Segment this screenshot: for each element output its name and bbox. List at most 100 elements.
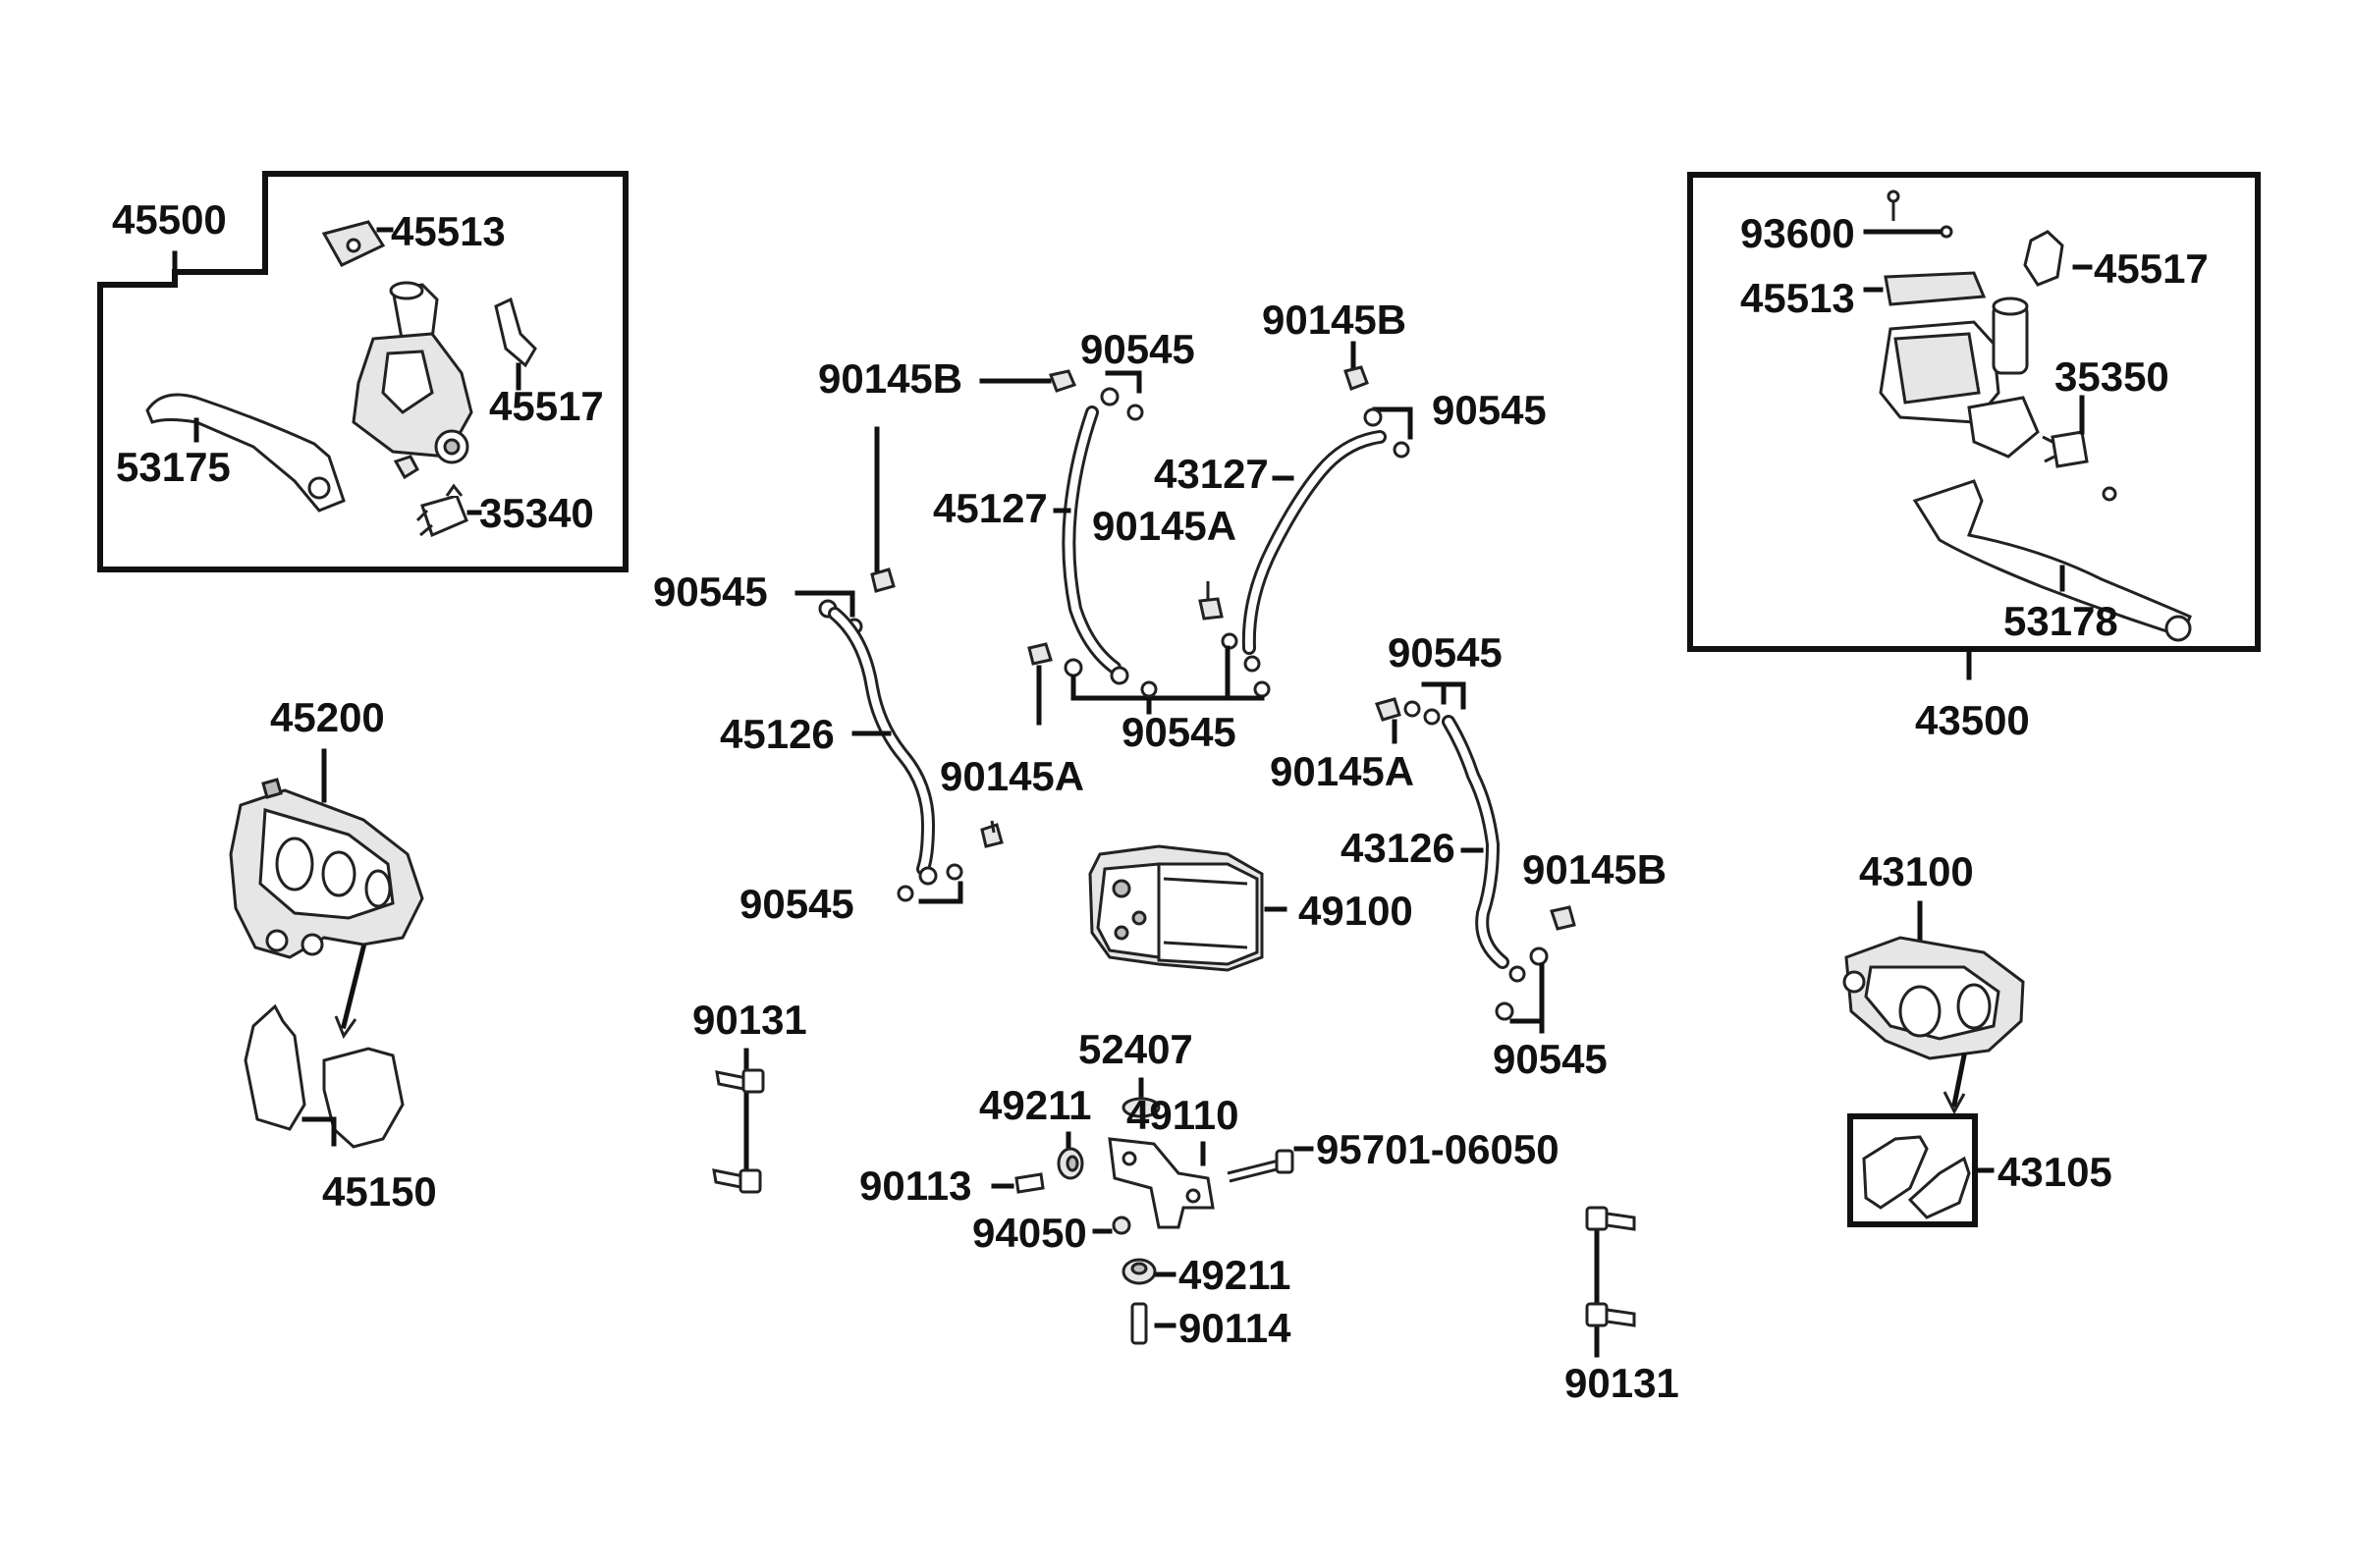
label-49211-1: 49211: [979, 1082, 1091, 1128]
label-90545-1: 90545: [1080, 326, 1195, 372]
label-90114: 90114: [1178, 1305, 1291, 1351]
label-90145B-1: 90145B: [818, 355, 962, 402]
grommet-icon: [1057, 1147, 1084, 1180]
label-a45513: 45513: [391, 208, 506, 254]
abs-unit-group: 49100: [1088, 844, 1413, 972]
label-53175: 53175: [116, 444, 231, 490]
label-90545-6: 90545: [1388, 629, 1503, 676]
washer-icon: [897, 885, 914, 902]
banjo-bolt-icon: [1198, 581, 1271, 698]
label-43100: 43100: [1859, 848, 1974, 894]
label-49100: 49100: [1298, 888, 1413, 934]
master-cylinder-icon: [1879, 297, 2040, 459]
label-90113: 90113: [859, 1162, 971, 1209]
label-49211-2: 49211: [1178, 1252, 1290, 1298]
label-43127: 43127: [1154, 451, 1269, 497]
switch-clip-icon: [494, 297, 537, 368]
brake-hose-icon: [828, 607, 936, 876]
washer-icon: [1126, 404, 1144, 421]
washer-icon: [946, 863, 963, 881]
label-45500: 45500: [112, 196, 227, 243]
label-90145B-2: 90145B: [1262, 297, 1406, 343]
label-90545-7: 90545: [1493, 1036, 1608, 1082]
label-90145A-3: 90145A: [1270, 748, 1414, 794]
banjo-bolt-icon: [980, 820, 1004, 848]
label-90545-3: 90545: [1122, 709, 1236, 755]
banjo-bolt-icon: [1375, 697, 1441, 726]
washer-icon: [1064, 658, 1083, 677]
washer-icon: [1100, 387, 1120, 406]
banjo-bolt-icon: [1048, 369, 1077, 393]
abs-unit-icon: [1088, 844, 1264, 972]
washer-icon: [1110, 666, 1129, 685]
washer-icon: [1363, 407, 1383, 427]
banjo-bolt-icon: [1027, 642, 1053, 666]
hose-group-right: 90545 90145A 43126 90145B 90545: [1270, 629, 1667, 1082]
brake-pads-icon: [244, 1003, 405, 1149]
label-90545-2: 90545: [1432, 387, 1547, 433]
reservoir-cap-icon: [1884, 271, 1987, 306]
nut-icon: [1112, 1216, 1131, 1235]
bolt-group-right: 90131: [1564, 1206, 1679, 1406]
brake-hose-icon: [1442, 715, 1509, 969]
label-90131-1: 90131: [692, 997, 807, 1043]
label-90145A-2: 90145A: [940, 753, 1084, 799]
bolt-icon: [1014, 1172, 1045, 1194]
washer-icon: [1140, 680, 1158, 698]
label-45150: 45150: [322, 1168, 437, 1215]
brake-caliper-icon: [1842, 936, 2025, 1060]
label-43126: 43126: [1341, 825, 1455, 871]
caliper-group-right: 43100 43105: [1842, 848, 2112, 1227]
label-45126: 45126: [720, 711, 835, 757]
brake-lever-icon: [145, 393, 346, 513]
label-90545-4: 90545: [653, 568, 768, 615]
assembly-box-45500: 45500 45513 45517 53175: [97, 171, 629, 572]
washer-icon: [1393, 441, 1410, 459]
grommet-icon: [1122, 1258, 1157, 1285]
label-43105: 43105: [1997, 1149, 2112, 1195]
label-90131-2: 90131: [1564, 1360, 1679, 1406]
label-45200: 45200: [270, 694, 385, 740]
label-94050: 94050: [972, 1210, 1087, 1256]
washer-icon: [918, 866, 938, 886]
label-90545-5: 90545: [739, 881, 854, 927]
brake-switch-icon: [415, 483, 468, 538]
label-b45513: 45513: [1740, 275, 1855, 321]
label-95701-06050: 95701-06050: [1316, 1126, 1560, 1172]
label-90145B-3: 90145B: [1522, 846, 1667, 892]
switch-clip-icon: [2023, 230, 2064, 287]
bracket-group: 52407 49211 49110 95701-06050 90113 9: [859, 1026, 1560, 1351]
label-35340: 35340: [479, 490, 594, 536]
label-90145A-1: 90145A: [1092, 503, 1236, 549]
label-49110: 49110: [1126, 1092, 1238, 1138]
bolt-icon: [1227, 1149, 1294, 1183]
assembly-box-43500: 43500 93600 45513 45517: [1687, 172, 2261, 743]
grommet-icon: [1122, 1097, 1161, 1118]
bolt-icon: [1585, 1206, 1636, 1327]
bolt-icon: [1887, 189, 1953, 239]
label-52407: 52407: [1078, 1026, 1193, 1072]
nut-icon: [393, 455, 419, 480]
caliper-group-left: 45200 45150: [229, 694, 437, 1215]
bracket-icon: [1108, 1137, 1215, 1229]
banjo-bolt-icon: [1343, 365, 1369, 391]
master-cylinder-icon: [352, 281, 473, 464]
brake-hose-icon: [1062, 406, 1122, 675]
reservoir-cap-icon: [321, 220, 386, 267]
bolt-group-left: 90131: [692, 997, 807, 1194]
hose-group-upper: 90145B 90545 45127 90145A 90145B 90545: [653, 297, 1547, 927]
label-45127: 45127: [933, 485, 1048, 531]
label-b45517: 45517: [2094, 245, 2209, 292]
banjo-bolt-icon: [1495, 905, 1576, 1021]
brake-switch-icon: [2042, 430, 2117, 502]
label-93600: 93600: [1740, 210, 1855, 256]
label-43500: 43500: [1915, 697, 2030, 743]
bolt-icon: [1130, 1302, 1148, 1345]
brake-pads-icon: [1862, 1135, 1971, 1219]
label-35350: 35350: [2054, 353, 2169, 400]
label-53178: 53178: [2003, 598, 2118, 644]
brake-hose-icon: [1241, 430, 1387, 655]
brake-caliper-icon: [229, 778, 424, 959]
bolt-icon: [712, 1068, 765, 1194]
